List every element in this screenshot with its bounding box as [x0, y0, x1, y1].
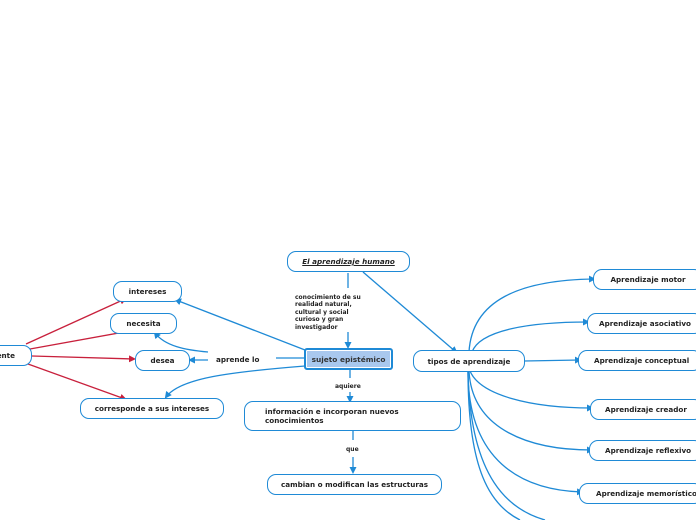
intereses-node-text: intereses — [128, 287, 167, 296]
conocimiento-label: conocimiento de su realidad natural, cul… — [295, 294, 361, 331]
central-node-text: sujeto epistémico — [311, 354, 386, 364]
que-label: que — [346, 446, 359, 453]
necesita-node[interactable]: necesita — [110, 313, 177, 334]
tipo-memoristico-text: Aprendizaje memorístico — [596, 489, 696, 498]
tipos-node-text: tipos de aprendizaje — [427, 356, 511, 366]
desea-node-text: desea — [150, 356, 175, 365]
info-node-text: información e incorporan nuevos conocimi… — [265, 407, 399, 425]
desea-node[interactable]: desea — [135, 350, 190, 371]
cambian-node-text: cambian o modifican las estructuras — [280, 480, 429, 489]
tipo-reflexivo-node[interactable]: Aprendizaje reflexivo — [589, 440, 696, 461]
link-tipos-creador — [469, 370, 594, 412]
aprende-label-text: aprende lo — [216, 355, 260, 364]
central-node[interactable]: sujeto epistémico — [304, 348, 393, 370]
conocimiento-label-text: conocimiento de su realidad natural, cul… — [295, 294, 361, 331]
link-mente-desea — [31, 355, 136, 363]
tipo-memoristico-node[interactable]: Aprendizaje memorístico — [579, 483, 696, 504]
mente-node-text: ente — [0, 351, 15, 360]
intereses-node[interactable]: intereses — [113, 281, 182, 302]
link-tipos-motor — [468, 275, 596, 353]
tipo-motor-text: Aprendizaje motor — [610, 275, 686, 284]
link-aprende-necesita — [153, 331, 209, 353]
tipo-asociativo-node[interactable]: Aprendizaje asociativo — [587, 313, 696, 334]
tipo-conceptual-node[interactable]: Aprendizaje conceptual — [578, 350, 696, 371]
tipo-reflexivo-text: Aprendizaje reflexivo — [605, 446, 692, 455]
link-tipos-offscreen-2 — [467, 370, 546, 520]
link-central-intereses — [174, 298, 306, 351]
info-node[interactable]: información e incorporan nuevos conocimi… — [244, 401, 461, 431]
que-label-text: que — [346, 446, 359, 453]
tipo-asociativo-text: Aprendizaje asociativo — [599, 319, 691, 328]
title-node[interactable]: El aprendizaje humano — [287, 251, 410, 272]
tipo-creador-text: Aprendizaje creador — [605, 405, 687, 414]
link-tipos-reflexivo — [468, 370, 594, 454]
link-mente-intereses — [25, 297, 127, 345]
cambian-node[interactable]: cambian o modifican las estructuras — [267, 474, 442, 495]
tipos-node[interactable]: tipos de aprendizaje — [413, 350, 525, 372]
tipo-creador-node[interactable]: Aprendizaje creador — [590, 399, 696, 420]
corresponde-node[interactable]: corresponde a sus intereses — [80, 398, 224, 419]
link-central-corresponde — [164, 365, 306, 399]
link-tipos-offscreen-1 — [467, 370, 521, 520]
mente-node[interactable]: ente — [0, 345, 32, 366]
link-tipos-asociativo — [471, 318, 590, 353]
tipo-conceptual-text: Aprendizaje conceptual — [594, 356, 690, 365]
link-mente-corresponde — [27, 363, 127, 401]
link-tipos-conceptual — [523, 356, 582, 364]
adquiere-label: aquiere — [335, 383, 361, 390]
aprende-label: aprende lo — [212, 355, 264, 364]
title-node-text: El aprendizaje humano — [302, 257, 395, 266]
link-tipos-memoristico — [467, 370, 584, 496]
adquiere-label-text: aquiere — [335, 383, 361, 390]
link-title-tipos — [362, 271, 458, 354]
tipo-motor-node[interactable]: Aprendizaje motor — [593, 269, 696, 290]
corresponde-node-text: corresponde a sus intereses — [94, 404, 210, 413]
necesita-node-text: necesita — [126, 319, 161, 328]
